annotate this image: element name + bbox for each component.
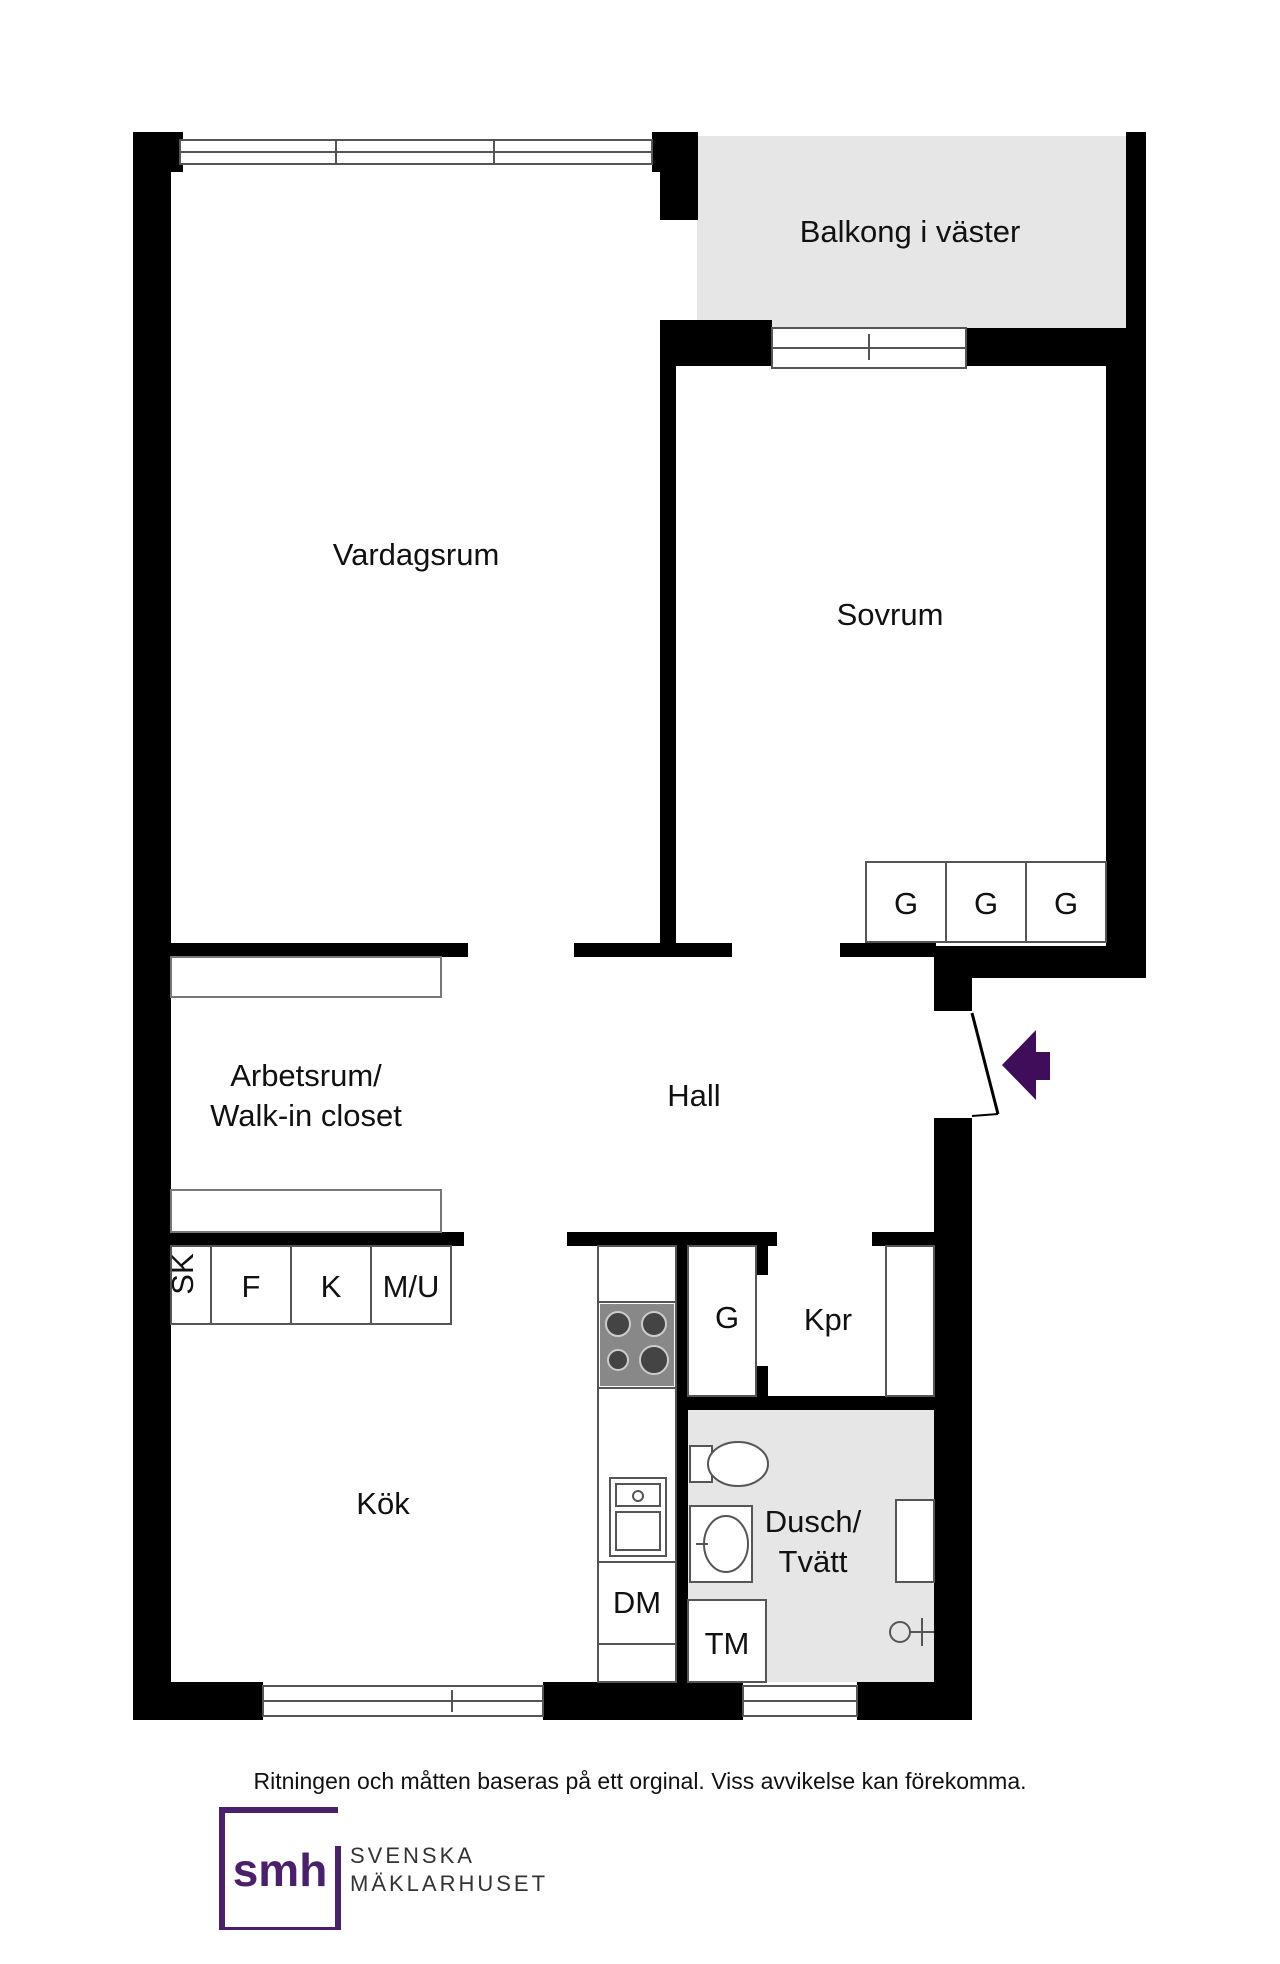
sk-label: SK: [165, 1253, 200, 1295]
bathroom-label-line2: Tvätt: [779, 1544, 848, 1579]
fridge-label: F: [242, 1269, 261, 1304]
hall-cabinet: [885, 1245, 935, 1397]
bath-cabinet: [895, 1499, 935, 1583]
bathroom-label-line1: Dusch/: [765, 1504, 862, 1539]
kitchen-label: Kök: [356, 1486, 410, 1521]
brand-mark: smh: [233, 1844, 328, 1896]
kitchen-appliance-units: [170, 1245, 452, 1325]
wardrobe-label-1: G: [894, 886, 918, 921]
dishwasher-label: DM: [613, 1585, 661, 1620]
balcony-area: [697, 136, 1127, 328]
brand-line-1: SVENSKA: [350, 1843, 475, 1868]
sink-icon: [609, 1477, 667, 1557]
disclaimer-text: Ritningen och måtten baseras på ett orgi…: [253, 1768, 1027, 1794]
entrance-arrow-icon: [1002, 1030, 1050, 1100]
mu-label: M/U: [383, 1269, 440, 1304]
dryer-label: TM: [705, 1626, 750, 1661]
storage-g-box: [687, 1245, 757, 1397]
brand-logo: smh SVENSKA MÄKLARHUSET: [218, 1806, 638, 1936]
study-label-line1: Arbetsrum/: [230, 1058, 382, 1093]
dryer-tm-box: [687, 1599, 767, 1683]
shower-head-icon: [889, 1618, 934, 1646]
hall-label: Hall: [667, 1078, 720, 1113]
storage-g-label: G: [715, 1300, 739, 1335]
wardrobe-label-3: G: [1054, 886, 1078, 921]
closet-label: Kpr: [804, 1302, 852, 1337]
floor-plan: G G G SK F K M/U DM G: [133, 132, 1146, 1720]
walls: [133, 132, 1146, 1720]
stove-icon: [600, 1304, 674, 1386]
bedroom-wardrobes: [865, 861, 1107, 943]
wardrobe-label-2: G: [974, 886, 998, 921]
brand-line-2: MÄKLARHUSET: [350, 1871, 549, 1896]
study-label-line2: Walk-in closet: [210, 1098, 402, 1133]
washbasin-icon: [689, 1505, 753, 1583]
freezer-label: K: [321, 1269, 342, 1304]
entrance-door[interactable]: [970, 1012, 1000, 1117]
balcony-label: Balkong i väster: [800, 214, 1021, 249]
smh-logo-icon: smh: [219, 1807, 341, 1930]
kitchen-counter: [597, 1245, 677, 1683]
toilet-icon: [689, 1441, 769, 1487]
brand-name: SVENSKA MÄKLARHUSET: [350, 1842, 548, 1898]
living-room-label: Vardagsrum: [333, 537, 500, 572]
study-shelves: [170, 956, 442, 1233]
windows: [179, 139, 967, 1717]
bedroom-label: Sovrum: [837, 597, 944, 632]
